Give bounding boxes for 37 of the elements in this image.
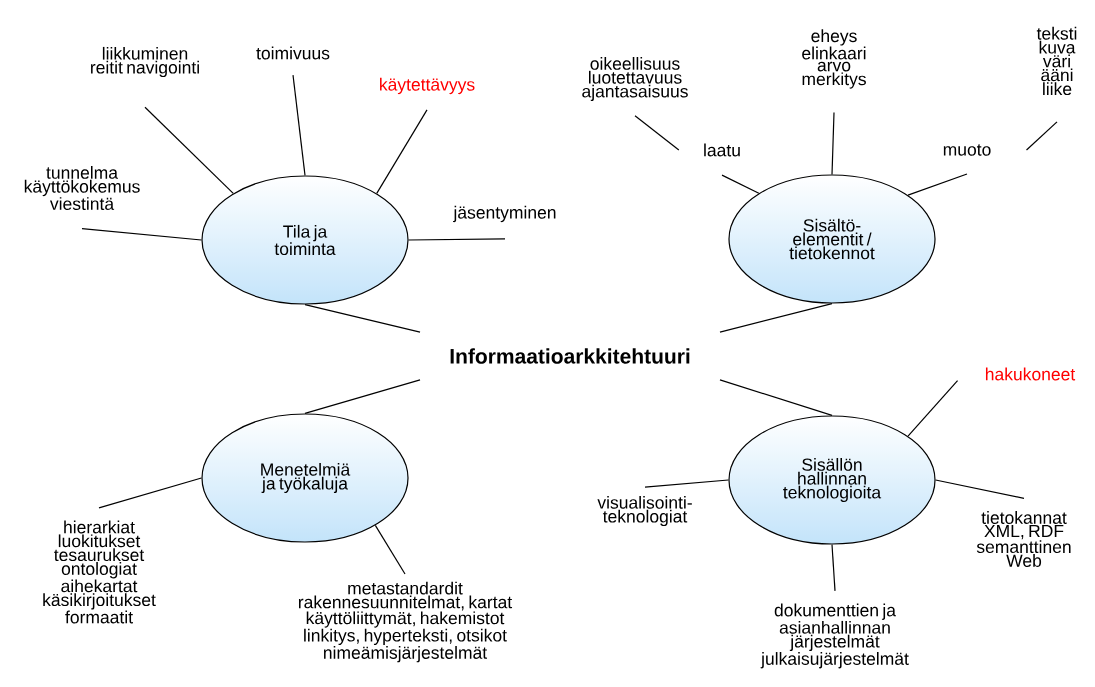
connector-line [907, 380, 959, 437]
branch-text: tunnelma käyttökokemus viestintä [24, 166, 140, 210]
branch-text: metastandardit rakennesuunnitelmat, kartat käyttöliittymät, hakemistot linkitys, hyperteksti, otsikot nimeämisjärjestelmät [298, 581, 513, 663]
central-topic: Informaatioarkkitehtuuri [450, 348, 690, 364]
branch-text: oikeellisuus luotettavuus ajantasaisuus [582, 57, 688, 101]
connector-line [907, 173, 968, 196]
connector-line [719, 379, 833, 416]
branch-text: eheys elinkaari arvo merkitys [802, 29, 866, 89]
connector-line [374, 524, 406, 575]
connector-line [644, 479, 729, 488]
connector-line [634, 115, 680, 151]
branch-text: toimivuus [256, 46, 330, 60]
branch-text: hierarkiat luokitukset tesaurukset ontologiat aihekartat käsikirjoitukset formaatit [43, 520, 156, 624]
connector-line [831, 111, 835, 175]
connector-line [144, 106, 234, 194]
connector-line [721, 174, 760, 194]
connector-line [719, 303, 833, 333]
connector-line [292, 74, 306, 176]
branch-text: teksti kuva väri ääni liike [1036, 26, 1077, 96]
connector-line [376, 109, 428, 194]
branch-text: jäsentyminen [453, 205, 556, 223]
branch-text: liikkuminen reitit navigointi [91, 46, 199, 78]
branch-text: käytettävyys [380, 77, 475, 95]
connector-line [81, 228, 202, 241]
connector-line [304, 304, 421, 333]
branch-text: visualisointi- teknologiat [597, 495, 692, 527]
connector-line [408, 238, 506, 241]
connector-line [98, 477, 202, 509]
connector-line [831, 544, 836, 592]
branch-text: muoto [943, 144, 991, 156]
connector-line [304, 379, 421, 414]
branch-text: hakukoneet [986, 367, 1076, 381]
branch-text: dokumenttien ja asianhallinnan järjestelmät julkaisujärjestelmät [760, 603, 909, 669]
connector-line [1025, 121, 1058, 151]
branch-text: tietokannat XML, RDF semanttinen Web [976, 511, 1071, 567]
connector-line [935, 479, 1025, 499]
branch-text: laatu [704, 143, 740, 157]
